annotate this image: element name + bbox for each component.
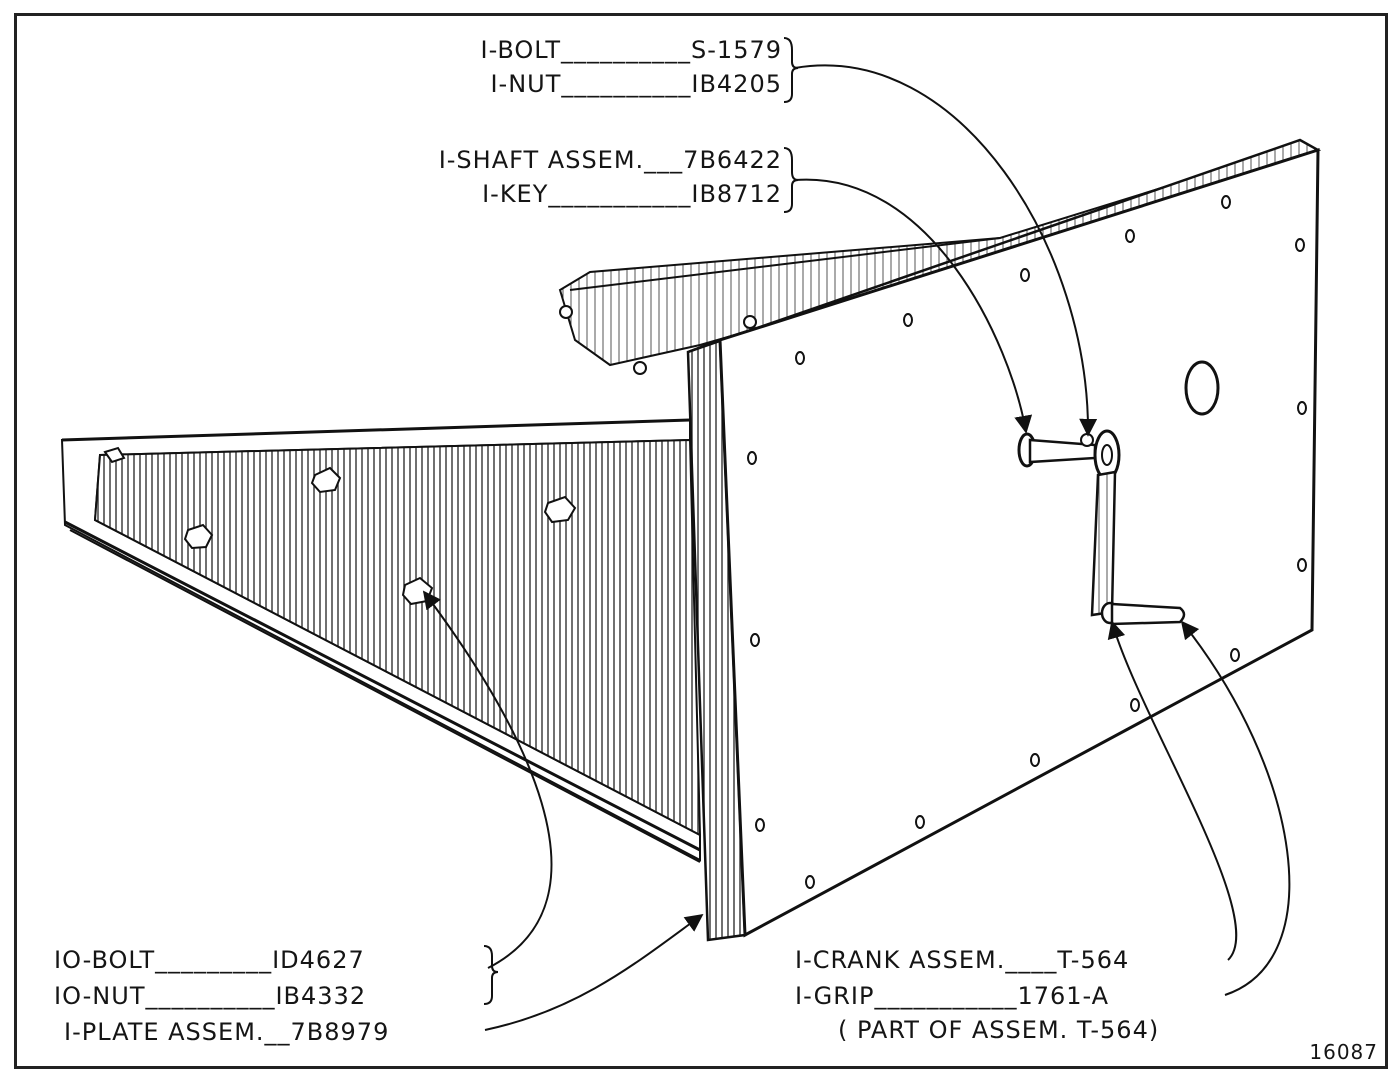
callout-bolt-s1579: I-BOLT__________S-1579 bbox=[480, 36, 782, 64]
leader-plate bbox=[484, 913, 704, 1031]
crank-assembly bbox=[1017, 429, 1186, 626]
callout-nut-ib4205: I-NUT__________IB4205 bbox=[490, 70, 782, 98]
callout-crank-assem-t564: I-CRANK ASSEM.____T-564 bbox=[795, 946, 1130, 974]
rear-nut-icon bbox=[559, 305, 573, 319]
web-bolts bbox=[103, 446, 577, 606]
hex-bolt-icon bbox=[543, 495, 577, 524]
leader-lines bbox=[422, 64, 1291, 1031]
callout-grip-1761a: I-GRIP___________1761-A bbox=[795, 982, 1110, 1010]
crank-bolt-icon bbox=[1080, 433, 1094, 447]
callout-key-ib8712: I-KEY___________IB8712 bbox=[482, 180, 782, 208]
shaft-hole-icon bbox=[1184, 360, 1220, 416]
callout-bolt-id4627: IO-BOLT_________ID4627 bbox=[54, 946, 365, 974]
hex-bolt-icon bbox=[310, 466, 342, 494]
leader-bolt-nut bbox=[794, 64, 1098, 437]
callout-part-of-assem-note: ( PART OF ASSEM. T-564) bbox=[838, 1016, 1160, 1044]
figure-border bbox=[14, 13, 1388, 1069]
end-plate bbox=[718, 147, 1320, 938]
callout-plate-assem-7b8979: I-PLATE ASSEM.__7B8979 bbox=[64, 1018, 390, 1046]
hex-bolt-icon bbox=[183, 523, 214, 550]
grip-icon bbox=[1110, 602, 1186, 626]
figure-number: 16087 bbox=[1309, 1040, 1378, 1064]
rear-nut-icon bbox=[743, 315, 757, 329]
leader-bolts-nuts bbox=[422, 590, 553, 969]
callout-nut-ib4332: IO-NUT__________IB4332 bbox=[54, 982, 367, 1010]
callout-shaft-assem-7b6422: I-SHAFT ASSEM.___7B6422 bbox=[438, 146, 782, 174]
leader-crank bbox=[1107, 620, 1238, 961]
hex-bolt-icon bbox=[103, 446, 126, 464]
rear-nut-icon bbox=[633, 361, 647, 375]
callout-braces bbox=[483, 37, 799, 1005]
leader-grip bbox=[1180, 620, 1291, 996]
channel-web bbox=[60, 418, 702, 863]
leader-shaft-key bbox=[794, 178, 1033, 434]
